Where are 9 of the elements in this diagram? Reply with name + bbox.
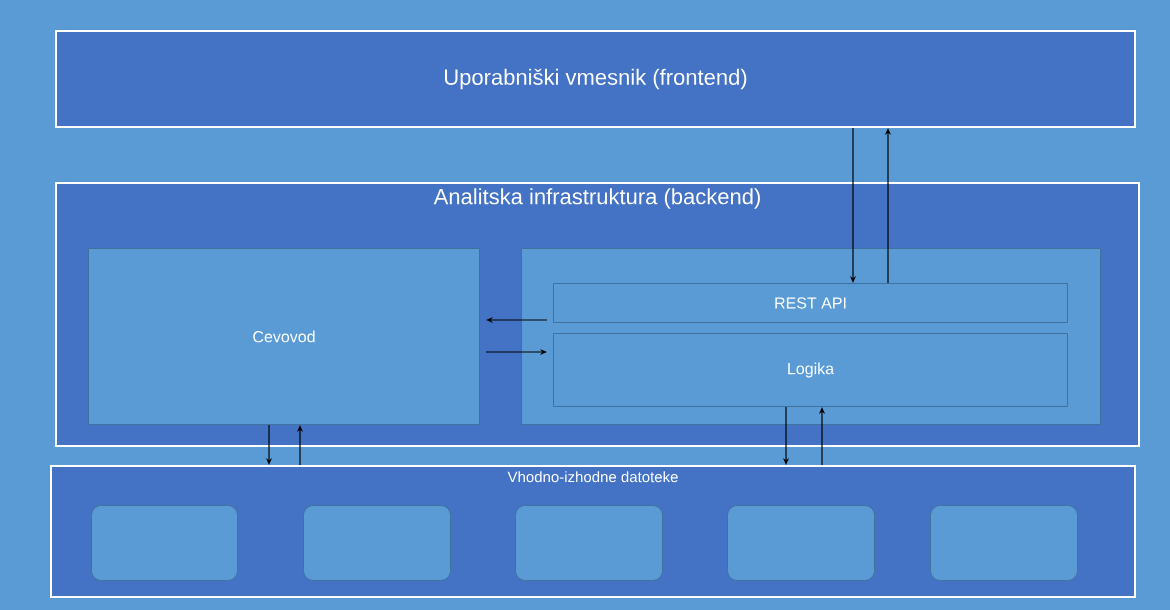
panel-box: Cevovod	[88, 248, 480, 425]
empty-box	[930, 505, 1078, 581]
empty-box	[727, 505, 875, 581]
empty-box	[303, 505, 451, 581]
empty-box	[515, 505, 663, 581]
panel-box: Logika	[553, 333, 1068, 407]
empty-box	[91, 505, 238, 581]
panel-box: REST API	[553, 283, 1068, 323]
layer-box: Uporabniški vmesnik (frontend)	[55, 30, 1136, 128]
